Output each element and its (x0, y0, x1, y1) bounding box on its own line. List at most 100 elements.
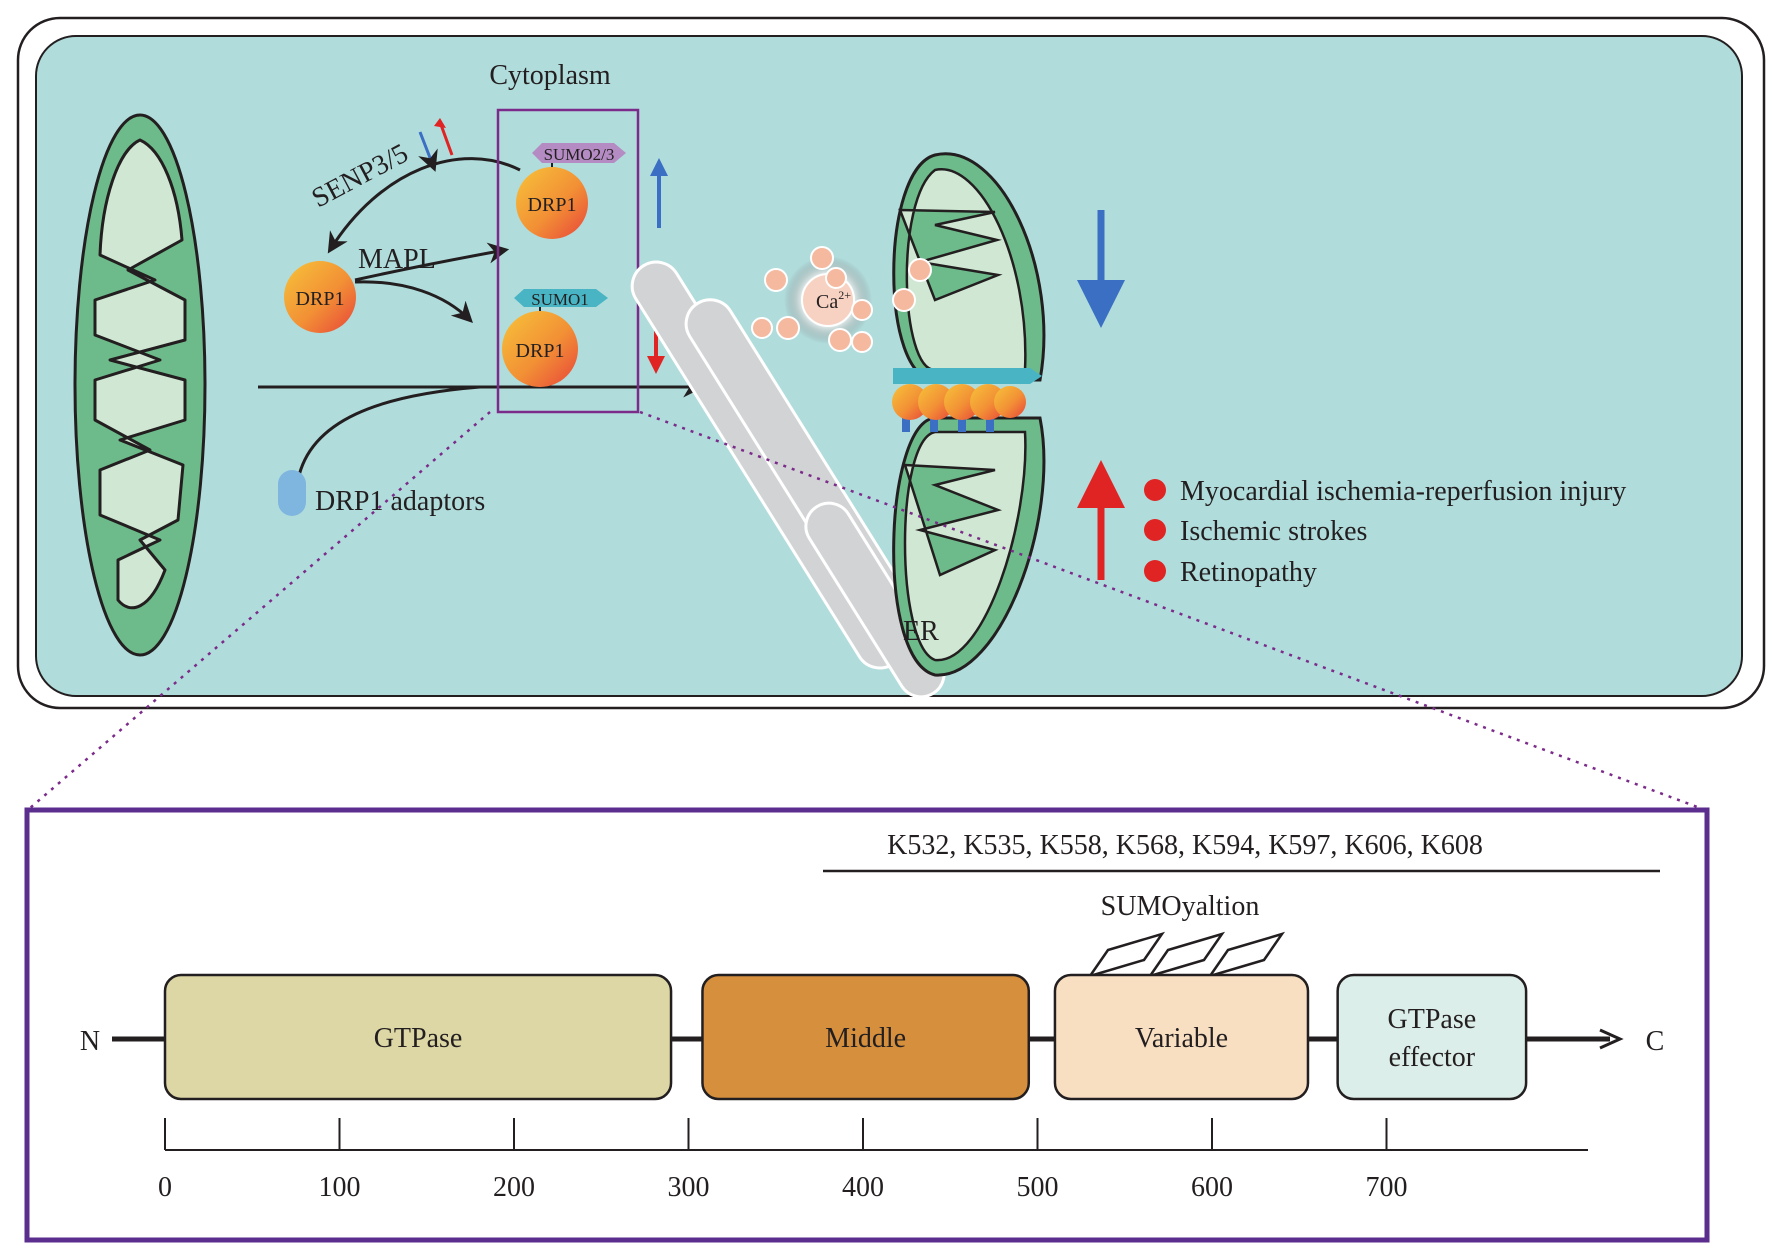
sumo1-decrease-arrowhead (647, 356, 665, 374)
drp1-free: DRP1 (284, 261, 356, 333)
domain-label: Variable (1135, 1023, 1228, 1054)
drp1-sumo1-circle (502, 311, 578, 387)
ring-drp1-1 (892, 384, 928, 420)
senp-up-arrowhead (434, 118, 446, 128)
ca-particle (892, 288, 916, 312)
adaptor-shape (278, 470, 306, 516)
domain-label: Middle (825, 1023, 906, 1054)
axis-tick-label: 100 (319, 1172, 361, 1203)
cytoplasm-area (35, 35, 1743, 697)
ca-particle (828, 328, 852, 352)
domain-box (1336, 973, 1528, 1101)
disease-bullet (1144, 519, 1166, 541)
sumo-tag-icon (1146, 931, 1226, 979)
sumo23-tag (532, 143, 626, 163)
ca-particle (810, 246, 834, 270)
ring-sumo-band (893, 368, 1042, 384)
mito-right-top-cristae (898, 168, 1027, 372)
sumo-tag-icon (1086, 931, 1166, 979)
domain-gtpase-effector: GTPase effector (1336, 973, 1528, 1101)
ring-drp1-3 (944, 384, 980, 420)
ca-particle (764, 268, 788, 292)
mapl-arrow-down (354, 280, 473, 323)
mitochondrion-cristae (93, 138, 187, 610)
er-tubes (630, 260, 946, 699)
domain-box (163, 973, 673, 1101)
blue-arrow-head (1077, 280, 1125, 328)
senp-up-arrow (438, 121, 454, 156)
drp1-free-label: DRP1 (296, 288, 345, 310)
domain-gtpase: GTPase (163, 973, 673, 1101)
ca-particle (776, 316, 800, 340)
backbone-arrowhead (1599, 1028, 1624, 1050)
mitochondrion-right-bottom (892, 416, 1046, 677)
ca-particle (908, 258, 932, 282)
calcium-particles (751, 246, 932, 353)
red-arrow-head (1077, 460, 1125, 508)
ring-stalk-2 (930, 410, 938, 432)
sumoylation-label: SUMOyaltion (1101, 891, 1260, 922)
purple-highlight-box (496, 108, 640, 414)
sumo1-label: SUMO1 (531, 290, 589, 309)
senp-down-arrow (418, 131, 438, 172)
disease-item: Retinopathy (1180, 557, 1317, 588)
sumo23-label: SUMO2/3 (544, 145, 615, 164)
drp1-sumo23-circle (516, 167, 588, 239)
mapl-arrow-up (354, 242, 510, 282)
domain-box (1053, 973, 1310, 1101)
domain-middle: Middle (701, 973, 1031, 1101)
domain-variable: Variable (1053, 973, 1310, 1101)
disease-item: Myocardial ischemia-reperfusion injury (1180, 476, 1626, 507)
ring-drp1-5 (994, 386, 1026, 418)
zoom-line-left (29, 411, 491, 809)
disease-bullet (1144, 479, 1166, 501)
zoom-lines (29, 410, 1701, 810)
axis-tick-label: 600 (1191, 1172, 1233, 1203)
ca-particle (851, 299, 873, 321)
adaptors-label: DRP1 adaptors (315, 486, 485, 517)
domain-label: GTPase (1388, 1004, 1477, 1035)
calcium-label: Ca2+ (816, 288, 851, 313)
er-label: ER (903, 616, 939, 647)
big-red-up-arrow (1077, 460, 1125, 580)
ring-stalk-1 (902, 410, 910, 432)
n-terminus-label: N (80, 1026, 100, 1057)
calcium-release: Ca2+ (751, 246, 932, 353)
ca-particle (851, 331, 873, 353)
calcium-symbol: Ca (816, 291, 838, 313)
drp1-circle (284, 261, 356, 333)
drp1-ring (892, 368, 1042, 432)
disease-item: Ischemic strokes (1180, 516, 1367, 547)
disease-list: Myocardial ischemia-reperfusion injury I… (1144, 476, 1626, 588)
mitochondrion-left (73, 113, 207, 657)
sumo-tag-icons (1086, 931, 1286, 979)
drp1-sumo1-label: DRP1 (516, 340, 565, 362)
mitochondrion-right-top (892, 152, 1046, 382)
ca-particle (825, 267, 847, 289)
axis-tick-label: 0 (158, 1172, 172, 1203)
ring-stalk-3 (958, 410, 966, 432)
domain-label: GTPase (374, 1023, 463, 1054)
drp1-adaptors: DRP1 adaptors (278, 470, 485, 517)
mapl-label: MAPL (358, 244, 436, 275)
sumo-sites-label: K532, K535, K558, K568, K594, K597, K606… (887, 830, 1483, 861)
axis-tick-label: 700 (1366, 1172, 1408, 1203)
sumo-tag-icon (1206, 931, 1286, 979)
axis-tick-label: 400 (842, 1172, 884, 1203)
cytoplasm-label: Cytoplasm (489, 60, 611, 91)
adaptor-arrow (296, 385, 481, 481)
big-blue-down-arrow (1077, 210, 1125, 328)
domain-label: effector (1389, 1042, 1476, 1073)
sumo23-increase-arrowhead (650, 158, 668, 176)
domain-box (701, 973, 1031, 1101)
ca-particle (751, 317, 773, 339)
mito-right-bottom-cristae (903, 430, 1027, 662)
sumoylation-box: SUMO2/3 DRP1 SUMO1 DRP1 (496, 108, 640, 414)
ring-stalk-4 (986, 410, 994, 432)
drp1-sumo23-label: DRP1 (528, 194, 577, 216)
c-terminus-label: C (1646, 1026, 1665, 1057)
calcium-charge: 2+ (838, 288, 851, 302)
